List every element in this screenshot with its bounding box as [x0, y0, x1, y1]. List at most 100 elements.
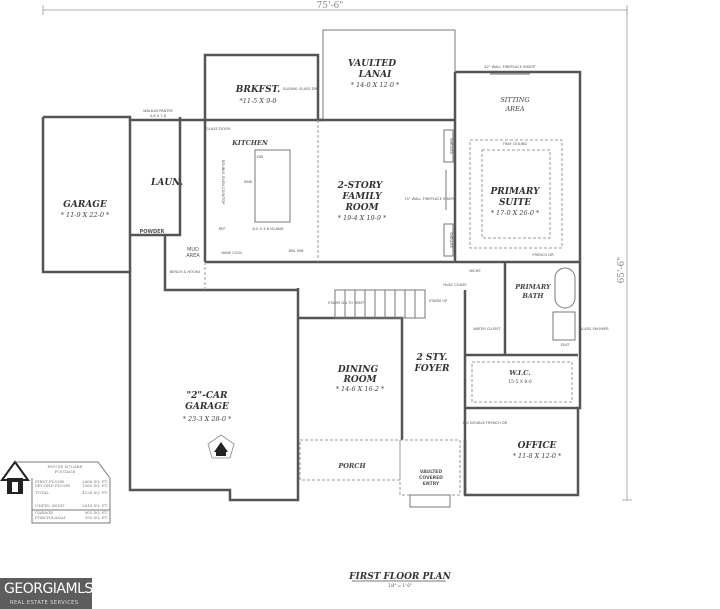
ref-label: REF [219, 227, 226, 231]
lanai-label-2: LANAI [358, 70, 393, 80]
footage-row-value: 2668 SQ. FT. [82, 479, 108, 484]
powder-label: POWDER [140, 229, 165, 235]
side-garage-dims: * 11-9 X 22-0 * [61, 211, 110, 219]
wic-shelving [471, 361, 573, 403]
kitchen-label: KITCHEN [231, 139, 269, 147]
side-garage-label: GARAGE [63, 200, 107, 210]
family-label-3: ROOM [344, 203, 379, 213]
garage-label: "2"-CAR [186, 391, 228, 401]
shelves-upper [443, 129, 454, 163]
suite-fireplace-note: 42" WALL FIREPLACE INSERT [484, 65, 536, 69]
primary-suite-dims: * 17-0 X 26-0 * [491, 209, 540, 217]
footage-row-value: 903 SQ. FT. [85, 510, 108, 515]
family-label: 2-STORY [337, 181, 384, 191]
footage-row-label: UNFIN. BSMT [35, 503, 65, 508]
pantry-dims: 4-8 X 7-8 [150, 114, 167, 118]
stair-treads [344, 290, 416, 318]
primary-suite-label-2: SUITE [499, 198, 531, 208]
garage-dims: * 23-3 X 28-0 * [183, 415, 232, 423]
sliding-door-note: SLIDING GLASS DR [283, 87, 318, 91]
plan-title: FIRST FLOOR PLAN [348, 572, 451, 582]
wine-cooler-label: WINE COOL [222, 251, 243, 255]
shelves-lower [443, 223, 454, 257]
mud-label: MUD [187, 247, 199, 253]
entry-label-3: ENTRY [423, 481, 440, 487]
seat-label: SEAT [561, 343, 571, 347]
footage-row-label: TOTAL [35, 490, 49, 495]
island-label: 8-0 X 3-6 ISLAND [253, 227, 284, 231]
depth-dimension: 65'-6" [617, 10, 632, 501]
family-dims: * 19-4 X 19-9 * [338, 214, 387, 222]
footage-row-value: 1560 SQ. FT. [82, 483, 108, 488]
tray-ceiling [469, 139, 563, 249]
wic-dims: 15-5 X 8-0 [508, 379, 532, 385]
footage-row-value: 395 SQ. FT. [85, 515, 108, 520]
tray-ceiling-inner [481, 149, 551, 239]
porch-label: PORCH [337, 462, 366, 470]
breakfast-label: BRKFST. [235, 85, 280, 95]
primary-bath-label: PRIMARY [514, 283, 552, 291]
pantry-label: WALK-IN PANTRY [143, 109, 174, 113]
dining-dims: * 14-6 X 16-2 * [336, 385, 385, 393]
glass-door-note: GLASS DOOR [206, 127, 230, 131]
entry-label: VAULTED [420, 469, 442, 475]
glass-shower-label: GLASS SHOWER [579, 327, 609, 331]
lanai-dims: * 14-0 X 12-0 * [351, 81, 400, 89]
hvac-label: HVAC CHASE [443, 283, 467, 287]
family-fireplace-note: 74" WALL FIREPLACE INSERT [404, 197, 456, 201]
dbl-mw-label: DBL MW [288, 249, 303, 253]
garage-label-2: GARAGE [185, 402, 229, 412]
entry-step [409, 494, 451, 508]
footage-row-label: GARAGE [35, 510, 53, 515]
dining-label: DINING [337, 365, 379, 375]
french-door-label: FRENCH DR [532, 253, 554, 257]
georgia-mls-logo: GEORGIAMLS REAL ESTATE SERVICES [0, 578, 93, 609]
footage-title: HOUSE SQUARE [47, 464, 82, 469]
water-closet-label: WATER CLOSET [473, 327, 501, 331]
stairs-up-label: STAIRS UP [429, 299, 448, 303]
breakfast-dims: *11-5 X 9-0 [239, 97, 276, 105]
bathtub [554, 267, 576, 309]
logo-tagline: REAL ESTATE SERVICES [10, 600, 79, 606]
shower [552, 311, 576, 341]
shelves-label-lower: SHELVES [449, 232, 453, 249]
bench-label: BENCH & HOOKS [170, 270, 201, 274]
foyer-label: 2 STY. [416, 353, 448, 363]
footage-row-value: 2616 SQ. FT. [82, 503, 108, 508]
builder-seal-icon [207, 434, 235, 459]
exterior-walls [41, 53, 582, 502]
sitting-label-2: AREA [504, 105, 524, 113]
sink-label: SINK [244, 180, 253, 184]
office-dims: * 11-8 X 12-0 * [513, 452, 562, 460]
footage-title-2: FOOTAGE [55, 469, 76, 474]
family-label-2: FAMILY [341, 192, 383, 202]
porch-outline [299, 439, 461, 496]
dining-label-2: ROOM [342, 375, 377, 385]
laundry-label: LAUN. [150, 178, 183, 188]
primary-bath-label-2: BATH [521, 292, 544, 300]
cooktop-label: DOUBLE OVEN COOKTOP [221, 160, 225, 206]
footage-row-label: SECOND FLOOR [35, 483, 71, 488]
footage-row-label: PORCH/LANAI [35, 515, 66, 520]
sitting-label: SITTING [500, 96, 529, 104]
depth-label: 65'-6" [617, 257, 627, 284]
width-label: 75'-6" [317, 1, 344, 11]
plan-scale: 1/4" = 1'-0" [388, 583, 412, 588]
foyer-label-2: FOYER [414, 364, 451, 374]
service-walls [128, 117, 298, 292]
kitchen-island [254, 149, 291, 223]
dishwasher-label: DW [257, 155, 264, 159]
mud-label-2: AREA [186, 253, 200, 259]
square-footage-table: HOUSE SQUARE FOOTAGE FIRST FLOOR 2668 SQ… [0, 460, 111, 524]
entry-label-2: COVERED [419, 475, 443, 481]
width-dimension: 75'-6" [42, 1, 628, 15]
office-door-label: 8-0 DOUBLE FRENCH DR [463, 421, 508, 425]
wic-label: W.I.C. [509, 369, 530, 377]
open-divider [204, 120, 319, 290]
stairs-down-label: STAIRS DN TO BSMT [328, 301, 365, 305]
lanai-label: VAULTED [348, 59, 396, 69]
tray-ceiling-note: TRAY CEILING [502, 142, 528, 146]
footage-row-value: 4228 SQ. FT. [82, 490, 108, 495]
logo-brand: GEORGIAMLS [4, 581, 93, 597]
